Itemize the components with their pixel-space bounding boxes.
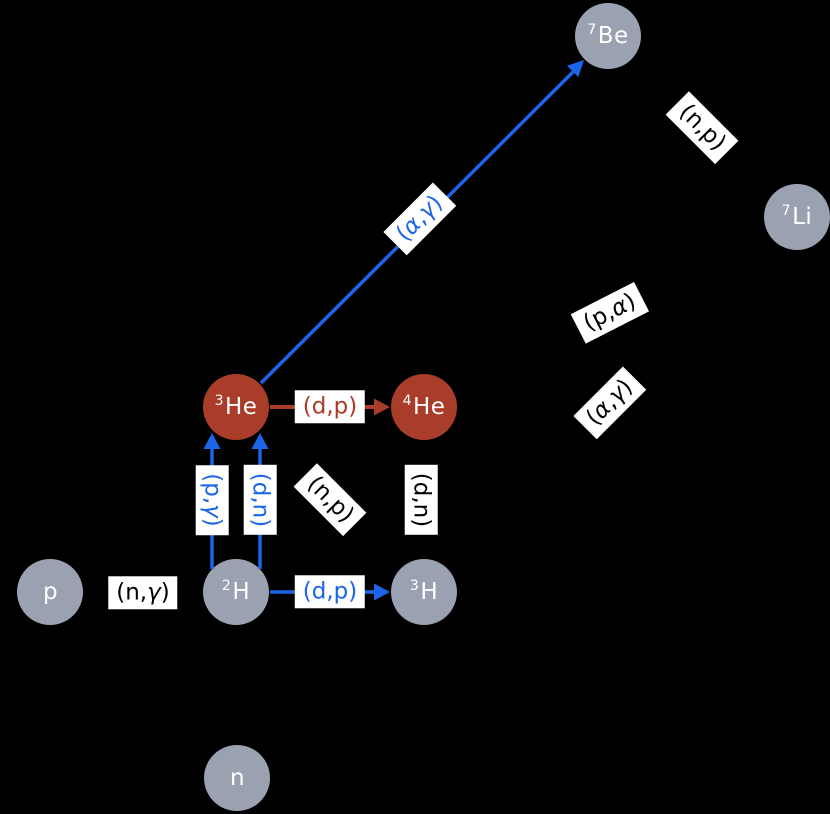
- arrowhead-icon: [374, 583, 390, 601]
- reaction-label-2h-pg-3he: (p,γ): [195, 465, 229, 535]
- reaction-label-2h-dp-3h: (d,p): [294, 575, 366, 609]
- node-2h: 2H: [203, 559, 269, 625]
- node-4he: 4He: [391, 374, 457, 440]
- element-symbol: He: [412, 394, 446, 420]
- node-p-label: p: [42, 579, 58, 605]
- reaction-label-p-ng-2h: (n,γ): [108, 576, 178, 610]
- element-symbol: H: [420, 579, 439, 605]
- element-symbol: H: [232, 579, 251, 605]
- reaction-label-3h-dn-4he: (d,n): [404, 464, 438, 536]
- node-n: n: [204, 745, 270, 811]
- mass-number: 2: [221, 578, 232, 595]
- node-3he-label: 3He: [215, 394, 258, 420]
- node-2h-label: 2H: [222, 579, 250, 605]
- node-3he: 3He: [203, 374, 269, 440]
- reaction-label-3he-dp-4he: (d,p): [294, 390, 366, 424]
- element-symbol: p: [42, 579, 59, 605]
- node-7be: 7Be: [575, 3, 641, 69]
- node-7li: 7Li: [764, 184, 830, 250]
- node-7be-label: 7Be: [587, 23, 628, 49]
- arrowhead-icon: [567, 60, 584, 77]
- node-3h-label: 3H: [410, 579, 438, 605]
- element-symbol: Li: [792, 204, 813, 230]
- node-4he-label: 4He: [403, 394, 446, 420]
- arrowhead-icon: [203, 433, 221, 449]
- element-symbol: Be: [597, 23, 629, 49]
- node-3h: 3H: [391, 559, 457, 625]
- node-n-label: n: [229, 765, 245, 791]
- mass-number: 4: [402, 393, 412, 410]
- node-p: p: [17, 559, 83, 625]
- node-7li-label: 7Li: [782, 204, 813, 230]
- mass-number: 7: [781, 203, 792, 220]
- arrowhead-icon: [251, 433, 269, 449]
- mass-number: 3: [409, 578, 420, 595]
- element-symbol: n: [229, 765, 246, 791]
- element-symbol: He: [224, 394, 258, 420]
- reaction-label-2h-dn-3he: (d,n): [243, 464, 277, 536]
- arrowhead-icon: [374, 398, 390, 416]
- mass-number: 3: [214, 393, 224, 410]
- mass-number: 7: [587, 22, 597, 39]
